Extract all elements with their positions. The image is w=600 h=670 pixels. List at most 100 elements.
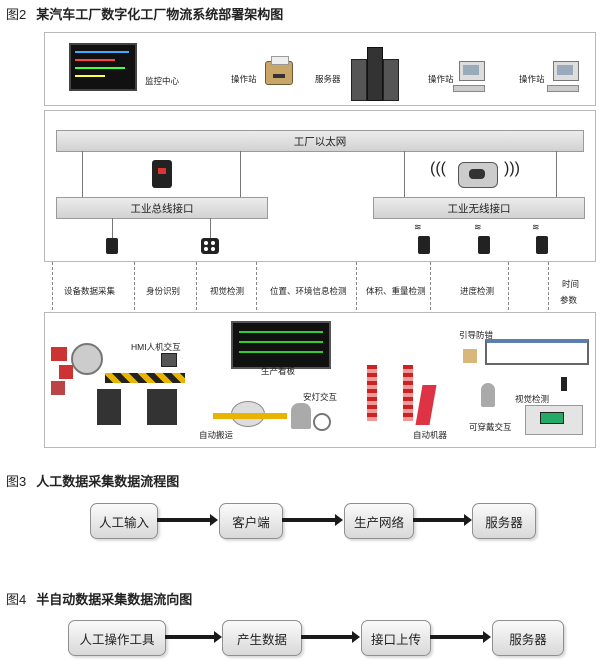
flow-arrow [430, 631, 491, 643]
dashed-connector [52, 262, 53, 310]
connector-line [82, 151, 83, 197]
industrial-wireless-interface-bar: 工业无线接口 [373, 197, 585, 219]
flow-arrow [157, 514, 218, 526]
hmi-screen-icon [161, 353, 177, 367]
server-rack-icon [367, 47, 383, 101]
machine-base-icon [97, 389, 121, 425]
device-label-op-station-3: 操作站 [519, 74, 545, 84]
connector-line [240, 151, 241, 197]
flow-step-server: 服务器 [492, 620, 564, 656]
dashed-connector [356, 262, 357, 310]
wifi-signal-icon: ≋ [474, 222, 482, 232]
flow-step-manual-tool: 人工操作工具 [68, 620, 166, 656]
io-module-icon [201, 238, 219, 254]
field-device-panel: HMI人机交互 生产看板 安灯交互 自动搬运 自动机器 引导防错 可穿戴交互 视… [44, 312, 596, 448]
flow-arrow [165, 631, 222, 643]
figure-caption: 人工数据采集数据流程图 [36, 474, 180, 489]
wireless-router-icon [458, 162, 498, 188]
flow-arrow [413, 514, 472, 526]
dashed-connector [508, 262, 509, 310]
wifi-signal-icon: ≋ [532, 222, 540, 232]
field-label-hmi: HMI人机交互 [131, 342, 181, 352]
connector-line [112, 218, 113, 238]
dashed-connector [256, 262, 257, 310]
figure-4-title: 图4 半自动数据采集数据流向图 [6, 589, 192, 608]
workstation-pc-icon [459, 61, 485, 81]
dashed-connector [548, 262, 549, 310]
figure-caption: 某汽车工厂数字化工厂物流系统部署架构图 [36, 7, 284, 22]
block-icon [51, 381, 65, 395]
machine-base-icon [147, 389, 177, 425]
field-label-wearable: 可穿戴交互 [469, 422, 512, 432]
device-label-op-station-1: 操作站 [231, 74, 257, 84]
worker-figure-icon [291, 403, 311, 429]
function-label: 设备数据采集 [64, 286, 116, 296]
field-label-auto-machine: 自动机器 [413, 430, 448, 440]
safety-light-curtain [403, 365, 413, 421]
flow-step-server: 服务器 [472, 503, 536, 539]
robot-head-icon [71, 343, 103, 375]
function-label: 进度检测 [460, 286, 495, 296]
field-label-guidance: 引导防错 [459, 330, 494, 340]
flow-step-client: 客户端 [219, 503, 283, 539]
wifi-wave-right-icon: ))) [504, 160, 520, 177]
field-label-agv: 自动搬运 [199, 430, 234, 440]
function-label: 身份识别 [146, 286, 181, 296]
figure-number: 图2 [6, 7, 27, 22]
server-rack-icon [383, 59, 399, 101]
keyboard-icon [547, 85, 579, 92]
workstation-pc-icon [553, 61, 579, 81]
field-label-andon: 安灯交互 [303, 392, 338, 402]
wifi-signal-icon: ≋ [414, 222, 422, 232]
figure-number: 图4 [6, 592, 27, 607]
storage-rack-icon [485, 339, 589, 365]
bus-gateway-icon [152, 160, 172, 188]
connector-line [404, 151, 405, 197]
worker-figure-icon [481, 383, 495, 407]
keyboard-icon [453, 85, 485, 92]
dashed-connector [134, 262, 135, 310]
flow-step-interface-upload: 接口上传 [361, 620, 431, 656]
flow-arrow [282, 514, 343, 526]
monitor-wall-icon [69, 43, 137, 91]
block-icon [51, 347, 67, 361]
field-label-dashboard: 生产看板 [261, 366, 296, 376]
safety-light-curtain [367, 365, 377, 421]
time-label: 时间 [562, 279, 580, 289]
function-label: 视觉检测 [210, 286, 245, 296]
flow-step-production-network: 生产网络 [344, 503, 414, 539]
sensor-node-icon [106, 238, 118, 254]
conveyor-icon [105, 373, 185, 383]
connector-line [556, 151, 557, 197]
gear-icon [313, 413, 331, 431]
wireless-node-icon [418, 236, 430, 254]
field-label-vision: 视觉检测 [515, 394, 550, 404]
flow-step-generate-data: 产生数据 [222, 620, 302, 656]
figure-caption: 半自动数据采集数据流向图 [36, 592, 193, 607]
printer-icon [265, 56, 293, 85]
dashed-connector [196, 262, 197, 310]
agv-track [213, 413, 287, 419]
industrial-bus-interface-bar: 工业总线接口 [56, 197, 268, 219]
param-label: 参数 [560, 295, 578, 305]
figure-3-title: 图3 人工数据采集数据流程图 [6, 471, 179, 490]
top-device-panel: 监控中心 操作站 服务器 操作站 操作站 [44, 32, 596, 106]
inspection-table-icon [525, 405, 583, 435]
figure-number: 图3 [6, 474, 27, 489]
function-label: 位置、环境信息检测 [270, 286, 347, 296]
wireless-node-icon [536, 236, 548, 254]
factory-ethernet-bar: 工厂以太网 [56, 130, 584, 152]
camera-icon [561, 377, 567, 391]
device-label-server: 服务器 [315, 74, 341, 84]
dashed-connector [430, 262, 431, 310]
wireless-node-icon [478, 236, 490, 254]
device-label-monitor-center: 监控中心 [145, 76, 180, 86]
figure-2-title: 图2 某汽车工厂数字化工厂物流系统部署架构图 [6, 4, 283, 23]
production-dashboard-screen [231, 321, 331, 369]
industrial-robot-icon [415, 385, 437, 425]
block-icon [59, 365, 73, 379]
connector-line [210, 218, 211, 238]
function-label: 体积、重量检测 [366, 286, 426, 296]
box-icon [463, 349, 477, 363]
wifi-wave-left-icon: ((( [430, 160, 446, 177]
